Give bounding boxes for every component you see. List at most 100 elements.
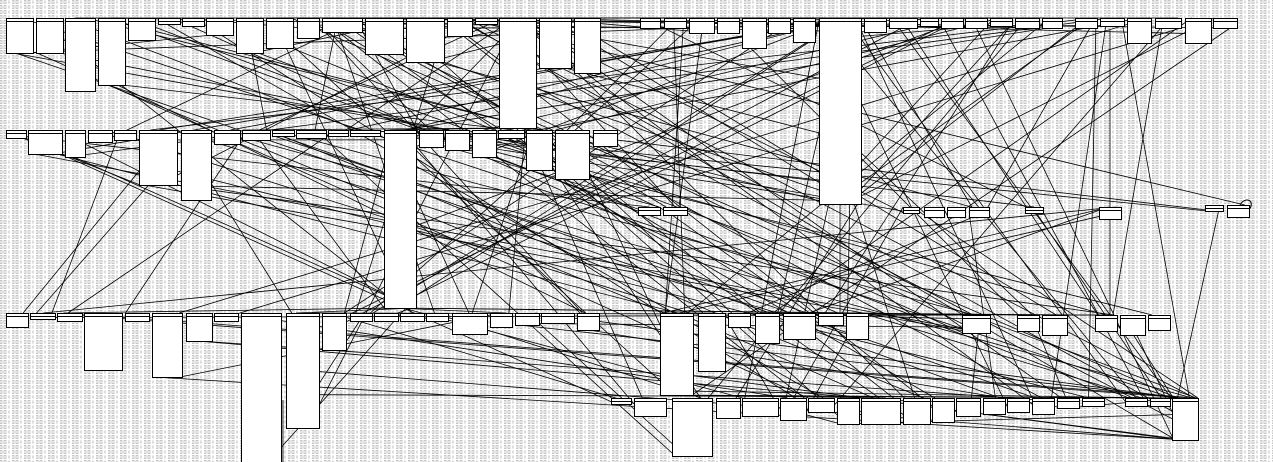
table-box[interactable] <box>903 207 920 214</box>
table-box[interactable] <box>297 18 320 39</box>
table-box[interactable] <box>1150 398 1171 407</box>
table-box[interactable] <box>272 130 295 137</box>
table-box[interactable] <box>593 130 618 147</box>
table-box[interactable] <box>1120 315 1146 336</box>
table-box[interactable] <box>139 130 178 186</box>
table-box[interactable] <box>400 313 425 322</box>
table-box[interactable] <box>1042 18 1063 29</box>
table-box[interactable] <box>818 313 844 326</box>
table-box[interactable] <box>783 313 816 340</box>
table-box[interactable] <box>634 398 667 417</box>
table-box[interactable] <box>57 313 83 322</box>
table-box[interactable] <box>932 398 955 423</box>
table-box[interactable] <box>1015 18 1040 29</box>
table-box[interactable] <box>611 398 632 405</box>
table-box[interactable] <box>1082 398 1105 407</box>
table-box[interactable] <box>28 130 63 155</box>
table-box[interactable] <box>1227 205 1250 218</box>
table-box[interactable] <box>990 18 1013 27</box>
table-box[interactable] <box>864 18 887 33</box>
table-box[interactable] <box>1032 398 1055 415</box>
table-box[interactable] <box>296 130 327 139</box>
table-box[interactable] <box>1125 398 1148 407</box>
table-box[interactable] <box>30 313 56 320</box>
table-box[interactable] <box>1057 398 1080 409</box>
table-box[interactable] <box>941 18 964 29</box>
table-box[interactable] <box>475 18 498 25</box>
table-box[interactable] <box>574 18 601 74</box>
table-box[interactable] <box>1099 207 1122 220</box>
table-box[interactable] <box>1205 205 1224 212</box>
table-box[interactable] <box>499 18 537 129</box>
table-box[interactable] <box>322 18 363 33</box>
table-box[interactable] <box>808 398 835 413</box>
table-box[interactable] <box>182 18 205 27</box>
table-box[interactable] <box>214 130 241 145</box>
table-box[interactable] <box>6 313 29 328</box>
table-box[interactable] <box>181 130 212 201</box>
table-box[interactable] <box>1148 315 1171 331</box>
table-box[interactable] <box>1155 18 1182 29</box>
table-box[interactable] <box>472 130 497 158</box>
table-box[interactable] <box>793 18 816 43</box>
table-box[interactable] <box>956 398 981 417</box>
table-box[interactable] <box>128 18 156 41</box>
table-box[interactable] <box>490 313 513 328</box>
table-box[interactable] <box>1025 207 1044 214</box>
table-box[interactable] <box>328 130 349 137</box>
table-box[interactable] <box>84 313 123 371</box>
table-box[interactable] <box>638 207 661 216</box>
table-box[interactable] <box>837 398 860 425</box>
table-box[interactable] <box>186 313 213 342</box>
table-box[interactable] <box>1007 398 1030 413</box>
table-box[interactable] <box>1213 18 1238 29</box>
table-box[interactable] <box>374 313 399 322</box>
table-box[interactable] <box>65 130 86 158</box>
table-box[interactable] <box>664 18 687 29</box>
table-box[interactable] <box>539 18 572 69</box>
table-box[interactable] <box>780 398 807 421</box>
table-box[interactable] <box>1185 18 1212 44</box>
table-box[interactable] <box>365 18 404 55</box>
table-box[interactable] <box>65 18 96 92</box>
table-box[interactable] <box>969 207 990 218</box>
table-box[interactable] <box>1042 315 1068 336</box>
table-box[interactable] <box>577 313 600 331</box>
table-box[interactable] <box>965 18 988 29</box>
table-box[interactable] <box>350 130 381 137</box>
table-box[interactable] <box>660 313 694 396</box>
table-box[interactable] <box>236 18 264 54</box>
table-box[interactable] <box>768 18 791 34</box>
table-box[interactable] <box>350 313 373 322</box>
table-box[interactable] <box>640 18 661 29</box>
table-box[interactable] <box>88 130 113 143</box>
table-box[interactable] <box>672 398 713 457</box>
table-box[interactable] <box>406 18 445 63</box>
table-box[interactable] <box>515 313 540 326</box>
table-box[interactable] <box>663 207 688 216</box>
table-box[interactable] <box>447 18 473 37</box>
table-box[interactable] <box>947 207 966 218</box>
table-box[interactable] <box>266 18 294 49</box>
table-box[interactable] <box>716 398 741 419</box>
table-box[interactable] <box>242 130 271 141</box>
table-box[interactable] <box>98 18 126 86</box>
table-box[interactable] <box>36 18 64 54</box>
table-box[interactable] <box>920 18 939 27</box>
table-box[interactable] <box>445 130 470 151</box>
table-box[interactable] <box>6 18 34 54</box>
table-box[interactable] <box>541 313 575 324</box>
table-box[interactable] <box>889 18 918 29</box>
table-box[interactable] <box>1075 18 1098 29</box>
table-box[interactable] <box>426 313 449 322</box>
table-box[interactable] <box>114 130 137 141</box>
table-box[interactable] <box>689 18 715 34</box>
table-box[interactable] <box>1095 315 1118 332</box>
table-box[interactable] <box>498 130 525 139</box>
table-box[interactable] <box>755 313 780 344</box>
table-box[interactable] <box>819 18 862 205</box>
table-box[interactable] <box>983 398 1006 415</box>
table-box[interactable] <box>742 18 767 49</box>
table-box[interactable] <box>526 130 553 171</box>
table-box[interactable] <box>1127 18 1152 44</box>
